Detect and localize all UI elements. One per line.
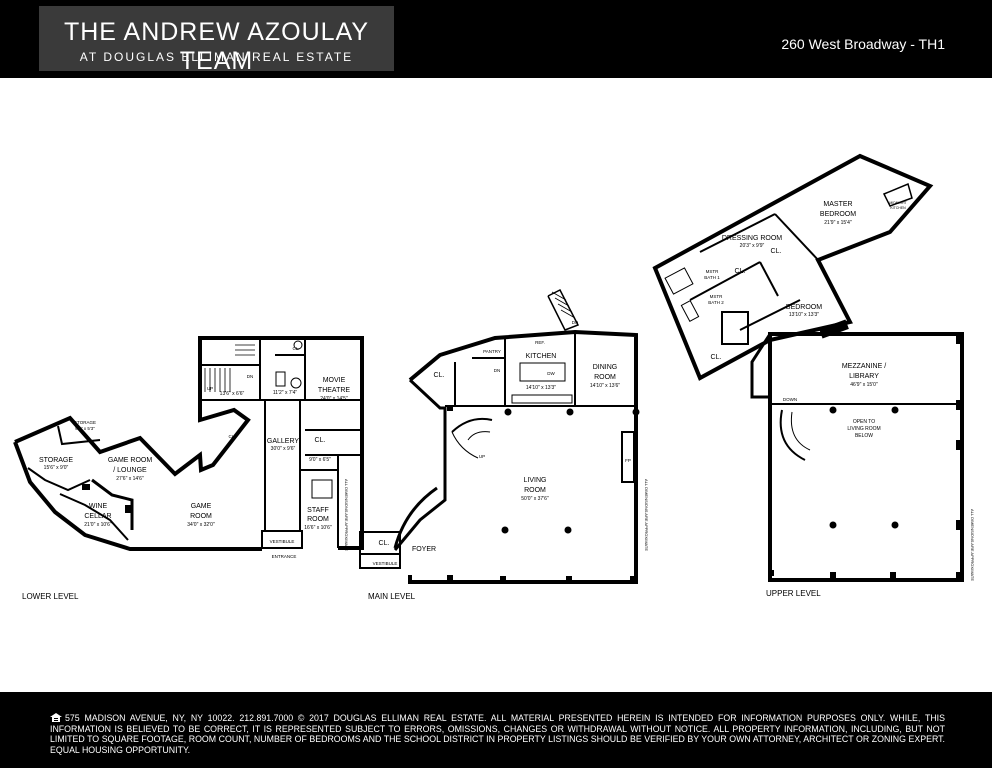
room-game-lounge-name-2: / LOUNGE <box>113 467 147 474</box>
label-main-level: MAIN LEVEL <box>368 592 416 601</box>
property-address: 260 West Broadway - TH1 <box>781 36 945 52</box>
room-master-name-1: MASTER <box>823 201 852 208</box>
room-living-name-1: LIVING <box>524 477 547 484</box>
room-open-2: LIVING ROOM <box>847 426 880 432</box>
label-up-main: UP <box>479 454 485 459</box>
room-dining-name-1: DINING <box>593 364 618 371</box>
room-storage-small-dim: 9'4" x 5'3" <box>75 426 95 431</box>
room-lower-stair-dim: 13'6" x 6'6" <box>220 391 245 397</box>
room-mstr-bath2-name-2: BATH 2 <box>708 300 724 305</box>
room-bedroom-dim: 13'10" x 13'3" <box>789 312 819 318</box>
header-bar: THE ANDREW AZOULAY TEAM AT DOUGLAS ELLIM… <box>0 0 992 78</box>
room-mstr-bath1-name-1: MSTR <box>706 269 719 274</box>
room-dining-dim: 14'10" x 13'6" <box>590 383 620 389</box>
room-open-1: OPEN TO <box>853 419 875 425</box>
room-mezz-name-1: MEZZANINE / <box>842 363 886 370</box>
room-gallery-dim: 30'0" x 9'6" <box>271 446 296 452</box>
disclaimer-upper: ALL DIMENSIONS ARE APPROXIMATE <box>970 509 975 581</box>
room-wine-dim: 21'0" x 10'6" <box>84 522 112 528</box>
label-dw: DW <box>547 371 555 376</box>
brand-title: THE ANDREW AZOULAY TEAM <box>63 18 370 75</box>
room-game-lounge-dim: 27'6" x 14'6" <box>116 476 144 482</box>
room-mezz-name-2: LIBRARY <box>849 373 879 380</box>
label-closet-lower-3: CL. <box>315 437 326 444</box>
room-bedroom-name: BEDROOM <box>786 304 822 311</box>
label-closet-upper-1: CL. <box>771 248 782 255</box>
room-wine-name-2: CELLAR <box>84 513 111 520</box>
room-movie-name-2: THEATRE <box>318 387 350 394</box>
room-movie-name-1: MOVIE <box>323 377 346 384</box>
label-up-lower: UP <box>207 386 213 391</box>
room-staff-name-1: STAFF <box>307 507 329 514</box>
label-ref: REF. <box>535 340 545 345</box>
room-vestibule-lower: VESTIBULE <box>270 539 295 544</box>
room-dressing-dim: 20'3" x 9'9" <box>740 243 765 249</box>
room-movie-dim: 24'0" x 14'5" <box>320 396 348 402</box>
room-staff-name-2: ROOM <box>307 516 329 523</box>
label-dn-main: DN <box>572 320 579 325</box>
room-vestibule-main: VESTIBULE <box>373 561 398 566</box>
room-dressing-name: DRESSING ROOM <box>722 235 782 242</box>
room-mstr-bath1-name-2: BATH 1 <box>704 275 720 280</box>
room-open-3: BELOW <box>855 433 873 439</box>
label-down-upper: DOWN <box>783 397 797 402</box>
room-midnight-name-2: KITCHEN <box>890 206 906 210</box>
room-midnight-name-1: MIDNIGHT <box>889 201 907 205</box>
disclaimer-lower: ALL DIMENSIONS ARE APPROXIMATE <box>344 479 349 551</box>
label-closet-upper-2: CL. <box>735 268 746 275</box>
label-dn-lower: DN <box>247 374 254 379</box>
room-master-name-2: BEDROOM <box>820 211 856 218</box>
room-kitchen-name: KITCHEN <box>526 353 557 360</box>
label-closet-upper-3: CL. <box>711 354 722 361</box>
room-storage-name: STORAGE <box>39 457 73 464</box>
brand-subtitle: AT DOUGLAS ELLIMAN REAL ESTATE <box>79 50 354 64</box>
room-game-lounge-name-1: GAME ROOM <box>108 457 153 464</box>
footer-disclaimer: 575 MADISON AVENUE, NY, NY 10022. 212.89… <box>50 713 945 755</box>
room-game-name-2: ROOM <box>190 513 212 520</box>
brand-logo[interactable]: THE ANDREW AZOULAY TEAM AT DOUGLAS ELLIM… <box>39 6 394 75</box>
lower-level-plan <box>13 336 364 551</box>
room-gallery-name: GALLERY <box>267 438 299 445</box>
room-storage-small-name: STORAGE <box>74 420 96 425</box>
room-lower-hall-dim: 11'2" x 7'4" <box>273 390 297 396</box>
footer-bar: 575 MADISON AVENUE, NY, NY 10022. 212.89… <box>0 692 992 768</box>
footer-disclaimer-text: 575 MADISON AVENUE, NY, NY 10022. 212.89… <box>50 713 945 755</box>
room-foyer: FOYER <box>412 546 436 553</box>
label-closet-main-2: CL. <box>379 540 390 547</box>
disclaimer-main: ALL DIMENSIONS ARE APPROXIMATE <box>644 479 649 551</box>
room-living-dim: 50'0" x 37'6" <box>521 496 549 502</box>
room-wine-name-1: WINE <box>89 503 108 510</box>
label-closet-lower-1: CL. <box>228 434 235 439</box>
label-dn-main-2: DN <box>494 368 501 373</box>
room-master-dim: 21'9" x 15'4" <box>824 220 852 226</box>
room-staff-dim: 16'6" x 10'6" <box>304 525 332 531</box>
structural-columns <box>82 319 962 582</box>
room-mstr-bath2-name-1: MSTR <box>710 294 723 299</box>
room-mezz-dim: 46'9" x 15'0" <box>850 382 878 388</box>
room-lower-closet-dim: 9'0" x 6'5" <box>309 457 331 463</box>
upper-level-plan <box>652 153 964 582</box>
room-dining-name-2: ROOM <box>594 374 616 381</box>
main-level-plan <box>359 288 638 584</box>
label-entrance: ENTRANCE <box>272 554 297 559</box>
label-upper-level: UPPER LEVEL <box>766 589 821 598</box>
room-kitchen-dim: 14'10" x 13'3" <box>526 385 556 391</box>
equal-housing-icon <box>50 713 62 722</box>
label-closet-lower-2: CL. <box>292 346 299 351</box>
room-game-name-1: GAME <box>191 503 212 510</box>
room-storage-dim: 15'6" x 9'0" <box>44 465 69 471</box>
label-fireplace: FP <box>625 458 631 463</box>
room-living-name-2: ROOM <box>524 487 546 494</box>
floor-plan: STORAGE 9'4" x 5'3" STORAGE 15'6" x 9'0"… <box>13 153 975 601</box>
room-game-dim: 34'0" x 32'0" <box>187 522 215 528</box>
label-lower-level: LOWER LEVEL <box>22 592 79 601</box>
room-pantry: PANTRY <box>483 349 501 354</box>
label-closet-main-1: CL. <box>434 372 445 379</box>
